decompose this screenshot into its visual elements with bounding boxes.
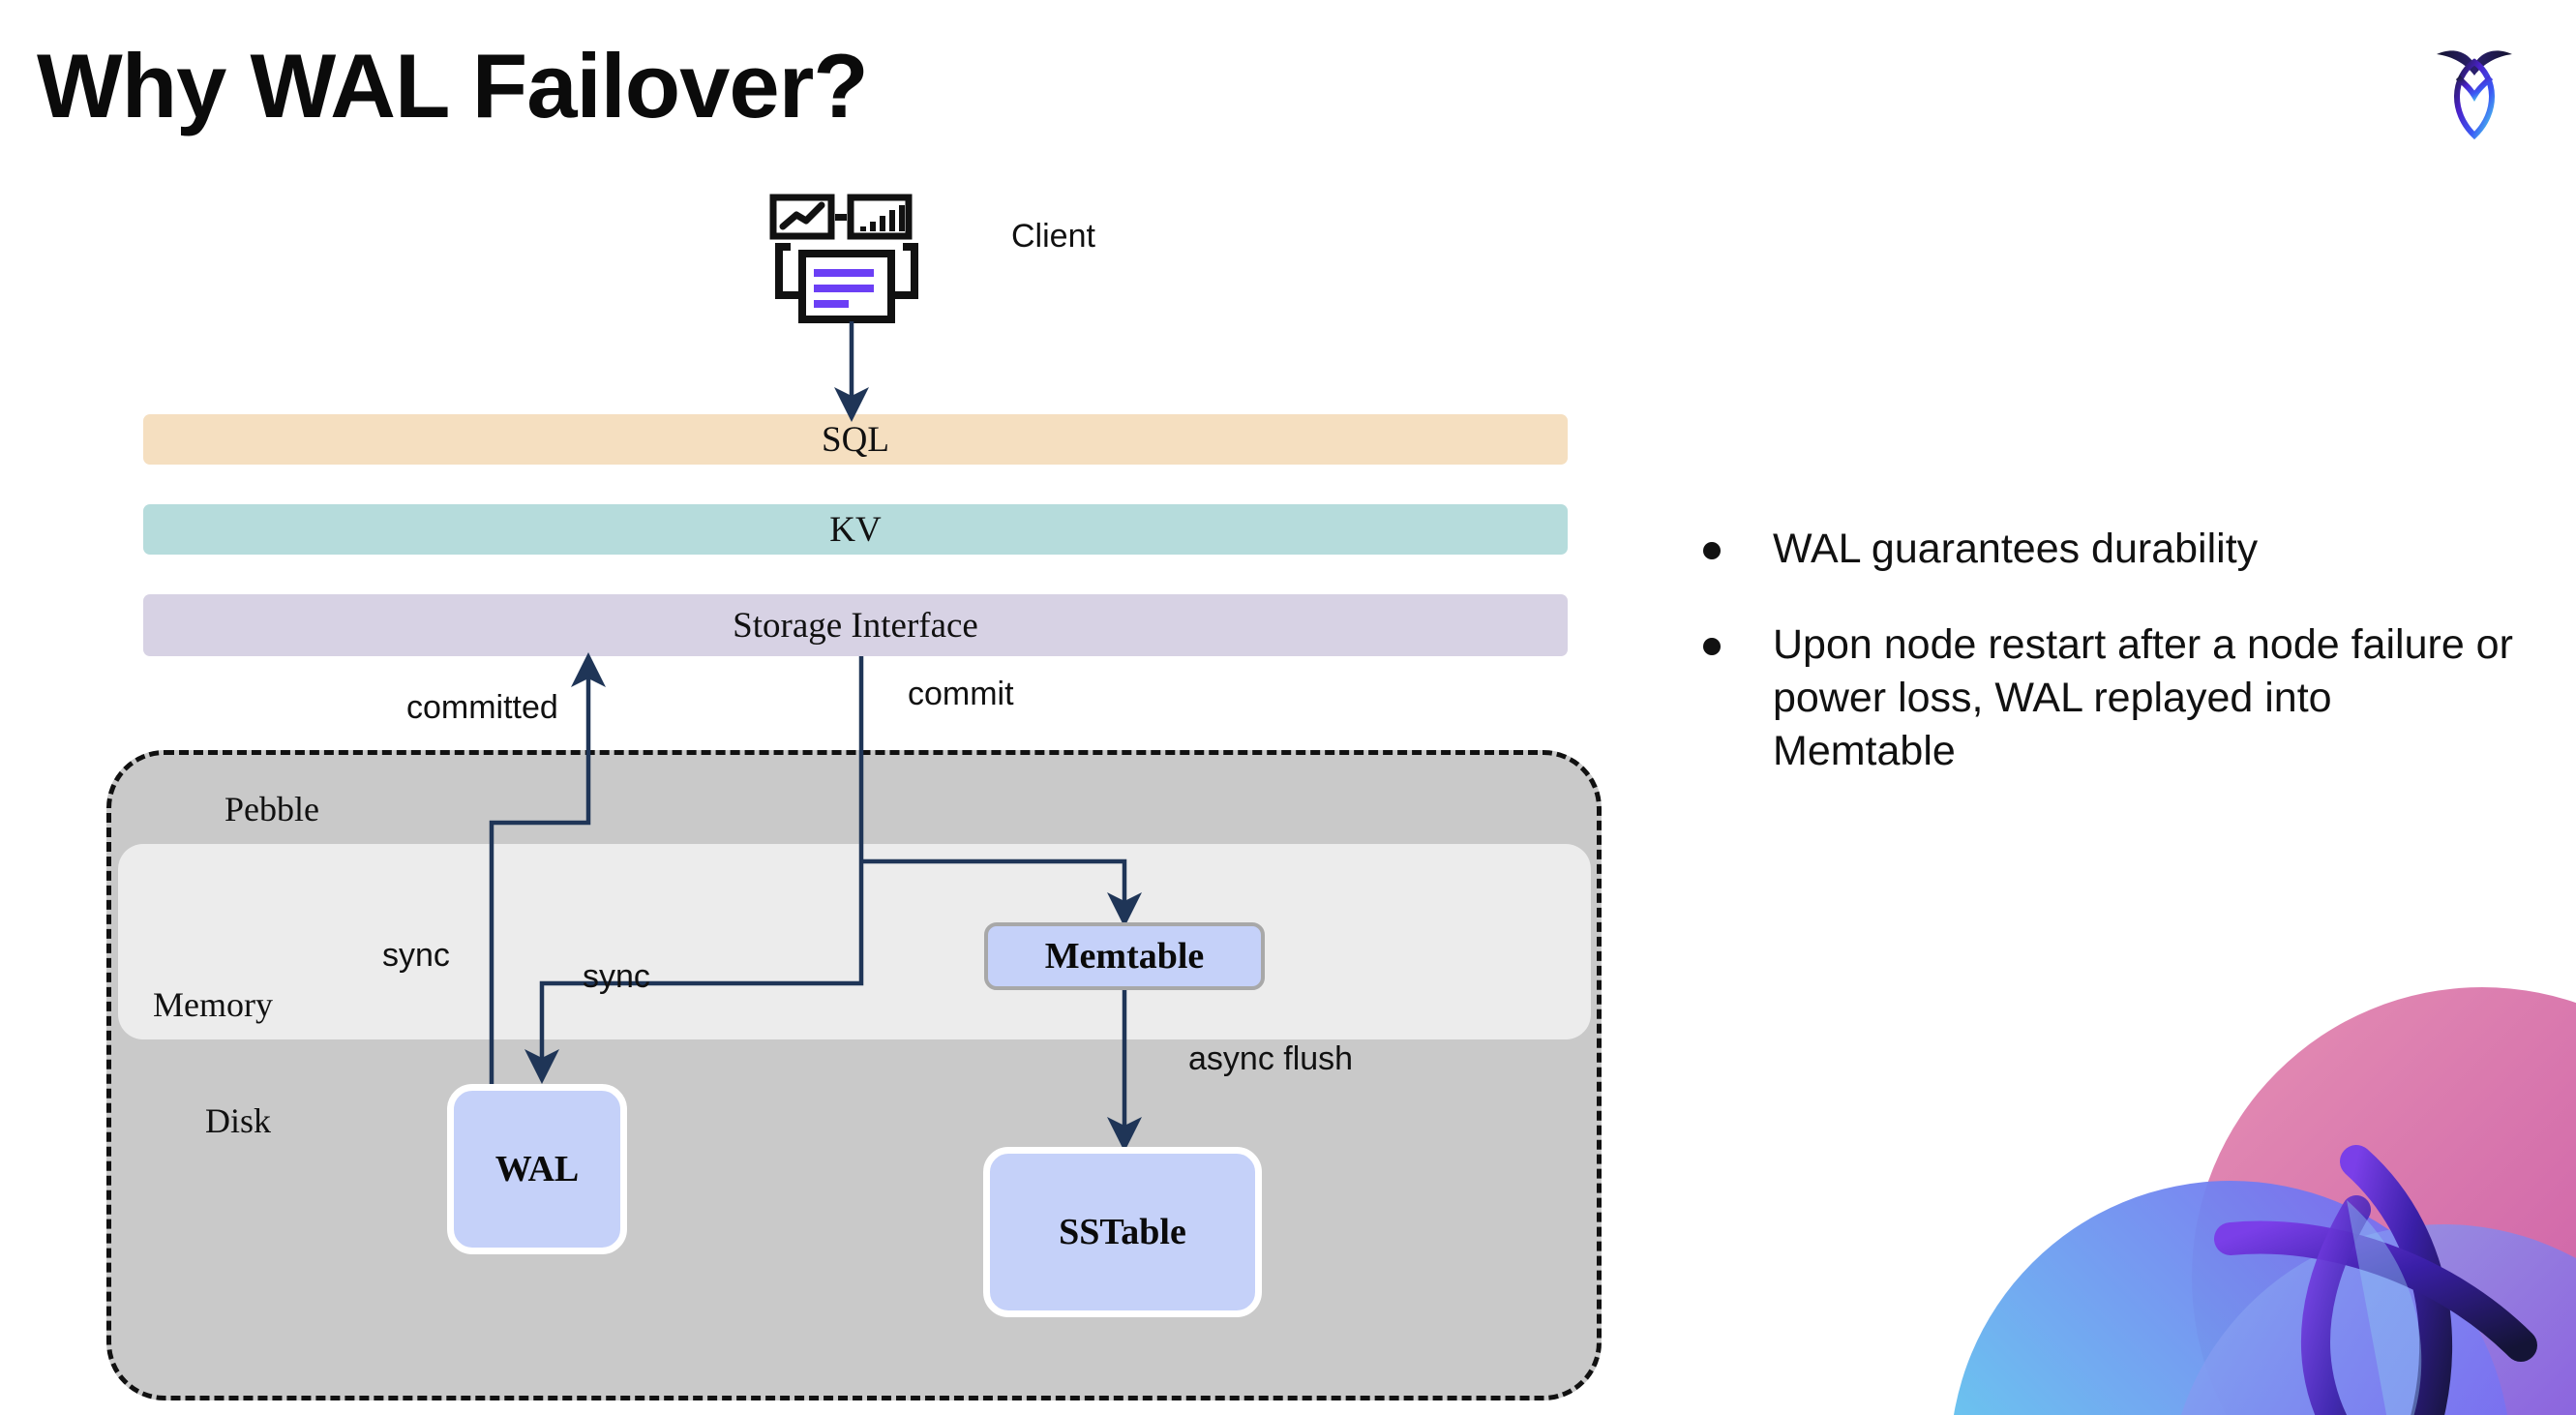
edge-label-sync-right: sync xyxy=(583,958,650,995)
edge-label-sync-left: sync xyxy=(382,937,450,974)
bullet-text: WAL guarantees durability xyxy=(1773,526,2259,572)
bullet-dot-icon xyxy=(1703,638,1721,656)
decorative-logo-artwork xyxy=(1940,919,2576,1415)
edge-label-committed: committed xyxy=(406,689,558,726)
client-label: Client xyxy=(1011,218,1095,255)
memory-region xyxy=(118,844,1591,1039)
region-label-pebble: Pebble xyxy=(225,790,319,828)
client-dashboard-icon xyxy=(769,192,924,327)
page-title: Why WAL Failover? xyxy=(37,35,869,136)
node-sstable: SSTable xyxy=(983,1147,1262,1317)
architecture-diagram: Client SQL KV Storage Interface Pebble M… xyxy=(106,192,1602,1400)
edge-label-commit: commit xyxy=(908,676,1014,712)
bullet-list: WAL guarantees durability Upon node rest… xyxy=(1703,523,2516,821)
list-item: Upon node restart after a node failure o… xyxy=(1703,618,2516,778)
bullet-dot-icon xyxy=(1703,542,1721,559)
region-label-memory: Memory xyxy=(153,985,273,1024)
layer-label-storage-interface: Storage Interface xyxy=(733,605,978,646)
cockroach-labs-logo xyxy=(2427,35,2522,141)
diagram-connectors xyxy=(489,321,1142,1152)
layer-label-kv: KV xyxy=(829,509,882,550)
edge-label-async-flush: async flush xyxy=(1188,1040,1354,1077)
layer-bar-sql: SQL xyxy=(143,414,1568,465)
layer-bar-storage-interface: Storage Interface xyxy=(143,594,1568,656)
node-memtable: Memtable xyxy=(984,922,1265,990)
layer-bar-kv: KV xyxy=(143,504,1568,555)
bullet-text: Upon node restart after a node failure o… xyxy=(1773,621,2513,775)
layer-label-sql: SQL xyxy=(822,419,889,460)
list-item: WAL guarantees durability xyxy=(1703,523,2516,576)
region-label-disk: Disk xyxy=(205,1101,272,1140)
node-wal: WAL xyxy=(447,1084,627,1254)
